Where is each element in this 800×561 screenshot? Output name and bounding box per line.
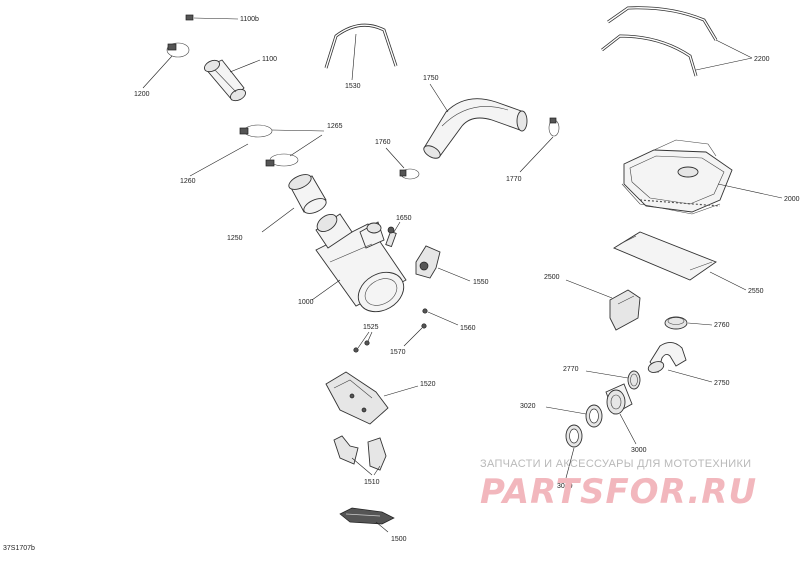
part-1770-clamp[interactable] — [548, 117, 560, 137]
part-1260-clamp[interactable] — [265, 153, 299, 167]
label-1770: 1770 — [506, 176, 522, 183]
leader-2200b — [695, 57, 753, 71]
label-1750: 1750 — [423, 75, 439, 82]
part-2750-elbow[interactable] — [647, 342, 687, 374]
label-2750: 2750 — [714, 380, 730, 387]
part-2000-airbox[interactable] — [621, 139, 733, 215]
part-1520-heat-shield[interactable] — [325, 371, 389, 425]
leader-1260b — [289, 134, 323, 157]
part-1200-clamp[interactable] — [166, 42, 190, 58]
part-1265-clamp[interactable] — [239, 124, 273, 138]
leader-1260 — [189, 143, 249, 177]
label-1500: 1500 — [391, 536, 407, 543]
leader-1650 — [393, 221, 401, 233]
leader-1265 — [271, 129, 325, 132]
label-1265: 1265 — [327, 123, 343, 130]
leader-1530 — [351, 33, 357, 81]
label-1570: 1570 — [390, 349, 406, 356]
leader-1510b — [373, 465, 381, 476]
diagram-code: 37S1707b — [3, 545, 35, 552]
leader-1570 — [403, 327, 423, 347]
part-1750-bent-pipe[interactable] — [422, 98, 528, 161]
label-1250: 1250 — [227, 235, 243, 242]
label-3020: 3020 — [520, 403, 536, 410]
leader-1200 — [142, 55, 173, 89]
leader-1100 — [229, 59, 261, 73]
part-1500-heat-shield[interactable] — [339, 507, 395, 525]
label-1100: 1100 — [262, 56, 277, 63]
label-2770: 2770 — [563, 366, 579, 373]
leader-1525a — [357, 331, 370, 349]
part-1530-strap[interactable] — [324, 23, 398, 69]
part-3010-ring[interactable] — [565, 424, 583, 448]
label-1760: 1760 — [375, 139, 391, 146]
part-1525-bolts[interactable] — [353, 340, 370, 353]
label-1530: 1530 — [345, 83, 361, 90]
label-1100b: 1100b — [240, 16, 259, 23]
label-2550: 2550 — [748, 288, 764, 295]
leader-1760 — [385, 147, 405, 169]
leader-2200a — [715, 39, 753, 59]
label-1000: 1000 — [298, 299, 314, 306]
label-1550: 1550 — [473, 279, 489, 286]
leader-1770 — [519, 136, 554, 173]
watermark-tagline: ЗАПЧАСТИ И АКСЕССУАРЫ ДЛЯ МОТОТЕХНИКИ — [480, 458, 752, 470]
label-3000: 3000 — [631, 447, 647, 454]
label-1200: 1200 — [134, 91, 150, 98]
leader-3020 — [545, 406, 587, 415]
watermark-logo: PARTSFOR.RU — [480, 472, 758, 512]
leader-1250 — [261, 207, 295, 233]
leader-1000 — [311, 279, 341, 301]
label-1525: 1525 — [363, 324, 379, 331]
label-1560: 1560 — [460, 325, 476, 332]
leader-2770 — [585, 370, 629, 379]
label-2200: 2200 — [754, 56, 770, 63]
part-1760-clamp[interactable] — [399, 168, 420, 180]
label-2760: 2760 — [714, 322, 730, 329]
part-1550-bracket[interactable] — [415, 245, 441, 279]
part-3000-coupler[interactable] — [605, 383, 633, 415]
part-1570-washer[interactable] — [421, 323, 427, 329]
watermark: ЗАПЧАСТИ И АКСЕССУАРЫ ДЛЯ МОТОТЕХНИКИ PA… — [480, 458, 790, 512]
leader-1525b — [367, 331, 373, 342]
leader-2000 — [717, 183, 783, 199]
leader-1520 — [383, 385, 419, 397]
leader-1550 — [437, 267, 471, 282]
leader-1750 — [429, 83, 449, 113]
leader-2760 — [687, 322, 713, 326]
leader-1100b — [193, 17, 239, 20]
part-2760-clamp[interactable] — [664, 316, 688, 330]
label-3010: 3010 — [557, 483, 573, 490]
part-1650-sensor[interactable] — [385, 226, 397, 248]
label-1650: 1650 — [396, 215, 412, 222]
leader-2550 — [709, 271, 747, 291]
leader-3000 — [619, 413, 637, 445]
label-1510: 1510 — [364, 479, 380, 486]
part-3020-ring[interactable] — [585, 404, 603, 428]
part-2770-clamp[interactable] — [627, 370, 641, 390]
leader-2750 — [667, 369, 713, 383]
part-1250-sleeve[interactable] — [287, 171, 329, 216]
part-2550-filter-panel[interactable] — [613, 231, 717, 281]
label-1520: 1520 — [420, 381, 436, 388]
part-1100b-clip[interactable] — [185, 14, 194, 21]
leader-1500 — [375, 521, 389, 533]
label-2500: 2500 — [544, 274, 560, 281]
leader-1510a — [351, 457, 373, 476]
leader-2500 — [565, 279, 613, 299]
part-2500-bracket[interactable] — [609, 289, 641, 331]
label-1260: 1260 — [180, 178, 196, 185]
leader-1560 — [427, 311, 459, 326]
label-2000: 2000 — [784, 196, 800, 203]
part-2200-straps[interactable] — [601, 6, 718, 77]
part-1560-nut[interactable] — [422, 308, 428, 314]
leader-3010 — [565, 447, 575, 479]
part-1100-tailpipe[interactable] — [203, 58, 248, 103]
part-1510-brackets[interactable] — [333, 435, 387, 471]
part-1000-muffler[interactable] — [314, 211, 411, 320]
